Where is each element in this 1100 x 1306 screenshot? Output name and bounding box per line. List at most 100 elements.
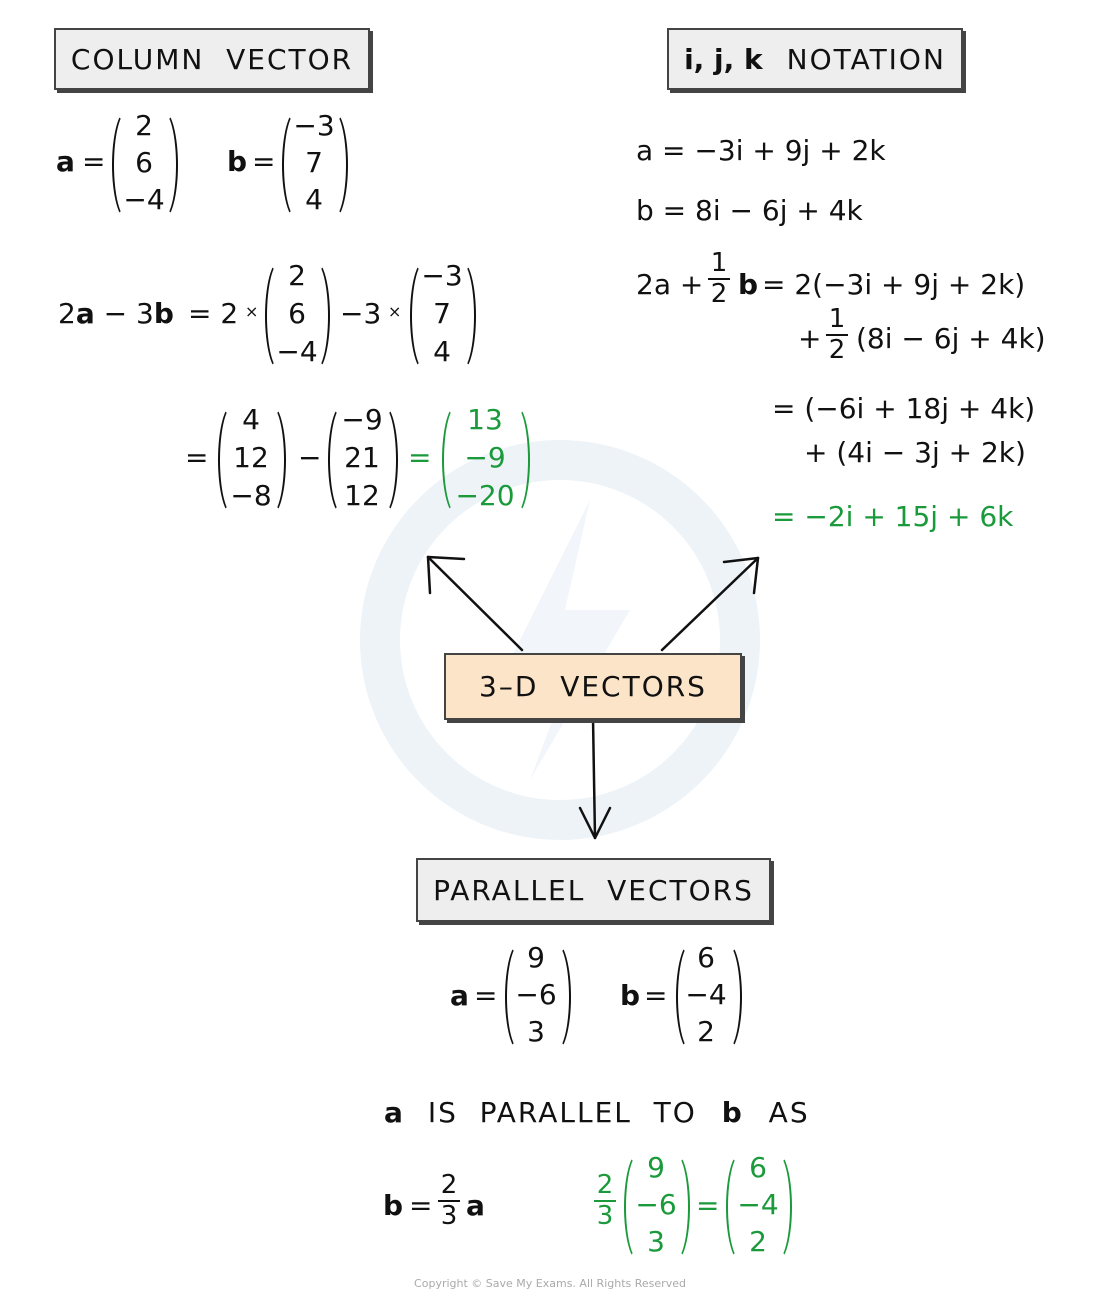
watermark-logo: [360, 440, 760, 840]
matrix-entry: 9: [527, 941, 545, 974]
parallel-b-paren-right: [712, 942, 742, 1052]
relation-b: b: [383, 1189, 404, 1222]
line2-minus: −: [298, 441, 322, 474]
column-a-eq: =: [82, 145, 106, 178]
statement-mid: IS PARALLEL TO: [427, 1096, 697, 1129]
column-a-paren-left: [112, 110, 142, 220]
matrix-entry: 4: [305, 183, 323, 216]
fraction-denominator: 3: [440, 1201, 458, 1232]
expr-paren-left-1: [265, 260, 295, 372]
fraction-denominator: 3: [596, 1201, 614, 1232]
line2-paren-right-2: [368, 404, 398, 516]
fraction-bar: [594, 1200, 616, 1203]
column-b-paren-right: [318, 110, 348, 220]
expr-2: 2: [58, 297, 76, 330]
parallel-b-label: b: [620, 979, 641, 1012]
ijk-notation-box: i, j, k NOTATION: [667, 28, 963, 90]
ijk-line3-rest: = 2(−3i + 9j + 2k): [762, 268, 1026, 301]
line2-eq: =: [185, 441, 209, 474]
ijk-result: = −2i + 15j + 6k: [772, 500, 1014, 533]
fraction-bar: [708, 278, 730, 281]
parallel-a-paren-right: [541, 942, 571, 1052]
parallel-statement: a IS PARALLEL TO b AS: [384, 1096, 810, 1129]
matrix-entry: 6: [697, 941, 715, 974]
column-expression-lhs: 2a − 3b: [58, 300, 174, 328]
green-paren-left-2: [726, 1152, 756, 1262]
line2-paren-right-1: [256, 404, 286, 516]
fraction-numerator: 1: [828, 304, 846, 334]
statement-b: b: [721, 1096, 744, 1129]
line2-paren-left-1: [218, 404, 248, 516]
ijk-notation-title-bold: i, j, k: [684, 42, 763, 76]
parallel-b-vector: 6 −4 2: [680, 944, 732, 1046]
ijk-half-fraction-2: 1 2: [826, 304, 848, 365]
ijk-line4-rest: (8i − 6j + 4k): [856, 322, 1046, 355]
ijk-a-line: a = −3i + 9j + 2k: [636, 134, 886, 167]
parallel-b-eq: =: [644, 979, 668, 1012]
matrix-entry: 2: [288, 259, 306, 292]
parallel-vectors-title: PARALLEL VECTORS: [433, 873, 754, 907]
column-expression-eq2: = 2: [188, 297, 239, 330]
matrix-entry: 2: [135, 109, 153, 142]
times-sign: ×: [388, 302, 402, 321]
matrix-entry: 2: [697, 1015, 715, 1048]
column-a-label: a: [56, 145, 75, 178]
copyright-notice: Copyright © Save My Exams. All Rights Re…: [414, 1277, 686, 1290]
matrix-entry: −9: [464, 441, 506, 474]
fraction-numerator: 2: [596, 1170, 614, 1200]
fraction-bar: [826, 334, 848, 337]
fraction-bar: [438, 1200, 460, 1203]
expr-minus3: − 3: [94, 297, 154, 330]
ijk-line3-start: 2a +: [636, 268, 704, 301]
ijk-half-fraction: 1 2: [708, 248, 730, 310]
arrow-to-ijk-notation: [660, 556, 760, 652]
result-paren-right: [500, 404, 530, 516]
green-paren-right-1: [660, 1152, 690, 1262]
central-3d-vectors-box: 3–D VECTORS: [444, 653, 742, 720]
matrix-entry: 9: [647, 1151, 665, 1184]
expr-paren-right-1: [300, 260, 330, 372]
green-eq: =: [696, 1189, 720, 1222]
arrow-to-parallel-vectors: [591, 716, 597, 840]
relation-fraction: 2 3: [438, 1170, 460, 1232]
expr-paren-right-2: [446, 260, 476, 372]
matrix-entry: 6: [749, 1151, 767, 1184]
ijk-line6: + (4i − 3j + 2k): [804, 436, 1026, 469]
fraction-denominator: 2: [710, 279, 728, 310]
matrix-entry: 3: [527, 1015, 545, 1048]
result-paren-left: [442, 404, 472, 516]
line2-paren-left-2: [328, 404, 358, 516]
green-fraction: 2 3: [594, 1170, 616, 1232]
column-b-eq: =: [252, 145, 276, 178]
arrow-to-column-vector: [426, 555, 524, 652]
central-title: 3–D VECTORS: [479, 670, 707, 703]
column-b-label: b: [227, 145, 248, 178]
ijk-b-line: b = 8i − 6j + 4k: [636, 194, 863, 227]
parallel-b-paren-left: [676, 942, 706, 1052]
statement-end: AS: [768, 1096, 810, 1129]
parallel-vectors-box: PARALLEL VECTORS: [416, 858, 771, 922]
column-a-paren-right: [148, 110, 178, 220]
relation-eq: =: [409, 1189, 433, 1222]
column-b-paren-left: [282, 110, 312, 220]
parallel-a-label: a: [450, 979, 469, 1012]
column-vector-title: COLUMN VECTOR: [70, 42, 354, 76]
expr-b: b: [153, 297, 174, 330]
fraction-numerator: 2: [440, 1170, 458, 1200]
column-vector-box: COLUMN VECTOR: [54, 28, 370, 90]
matrix-entry: 4: [242, 403, 260, 436]
fraction-numerator: 1: [710, 248, 728, 278]
green-paren-right-2: [762, 1152, 792, 1262]
matrix-entry: 3: [647, 1225, 665, 1258]
statement-a: a: [384, 1096, 405, 1129]
matrix-entry: 4: [433, 335, 451, 368]
matrix-entry: 13: [467, 403, 503, 436]
parallel-a-eq: =: [474, 979, 498, 1012]
expr-minus3: −3: [340, 297, 382, 330]
matrix-entry: 2: [749, 1225, 767, 1258]
ijk-notation-title: NOTATION: [786, 42, 946, 76]
expr-a: a: [75, 297, 95, 330]
green-paren-left-1: [624, 1152, 654, 1262]
expr-paren-left-2: [410, 260, 440, 372]
